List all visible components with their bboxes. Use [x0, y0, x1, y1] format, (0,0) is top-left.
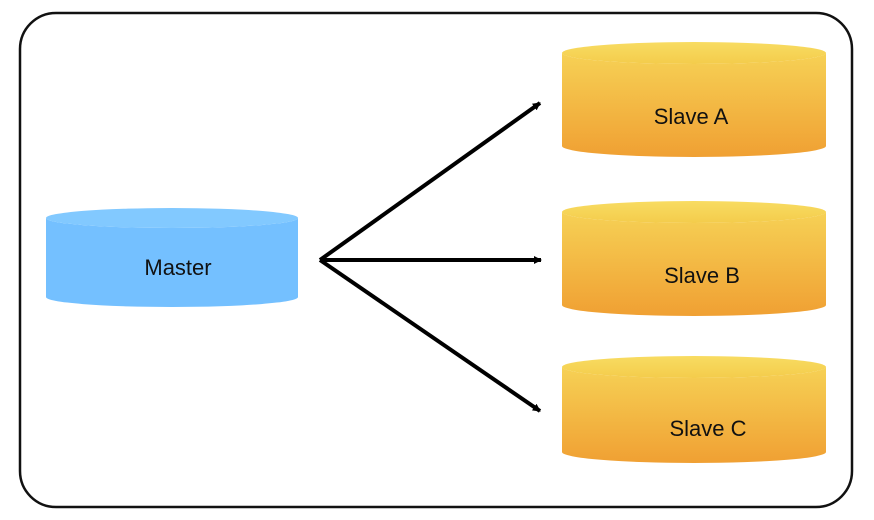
slave-a-cylinder-body: [562, 53, 826, 157]
slave-b-cylinder-body: [562, 212, 826, 316]
master-database: Master: [46, 208, 298, 307]
slave-c-cylinder-top: [562, 356, 826, 378]
arrow-master-to-slave-c: [318, 258, 542, 413]
replication-arrows: [318, 101, 542, 413]
slave-a-cylinder-top: [562, 42, 826, 64]
master-label: Master: [144, 255, 211, 280]
slave-b-cylinder-top: [562, 201, 826, 223]
slave-a-database: Slave A: [562, 42, 826, 157]
master-cylinder-body: [46, 218, 298, 307]
slave-a-label: Slave A: [654, 104, 729, 129]
slave-b-database: Slave B: [562, 201, 826, 316]
slave-c-database: Slave C: [562, 356, 826, 463]
slave-c-cylinder-body: [562, 367, 826, 463]
arrow-master-to-slave-a: [318, 101, 542, 262]
slave-c-label: Slave C: [669, 416, 746, 441]
slave-b-label: Slave B: [664, 263, 740, 288]
master-cylinder-top: [46, 208, 298, 228]
